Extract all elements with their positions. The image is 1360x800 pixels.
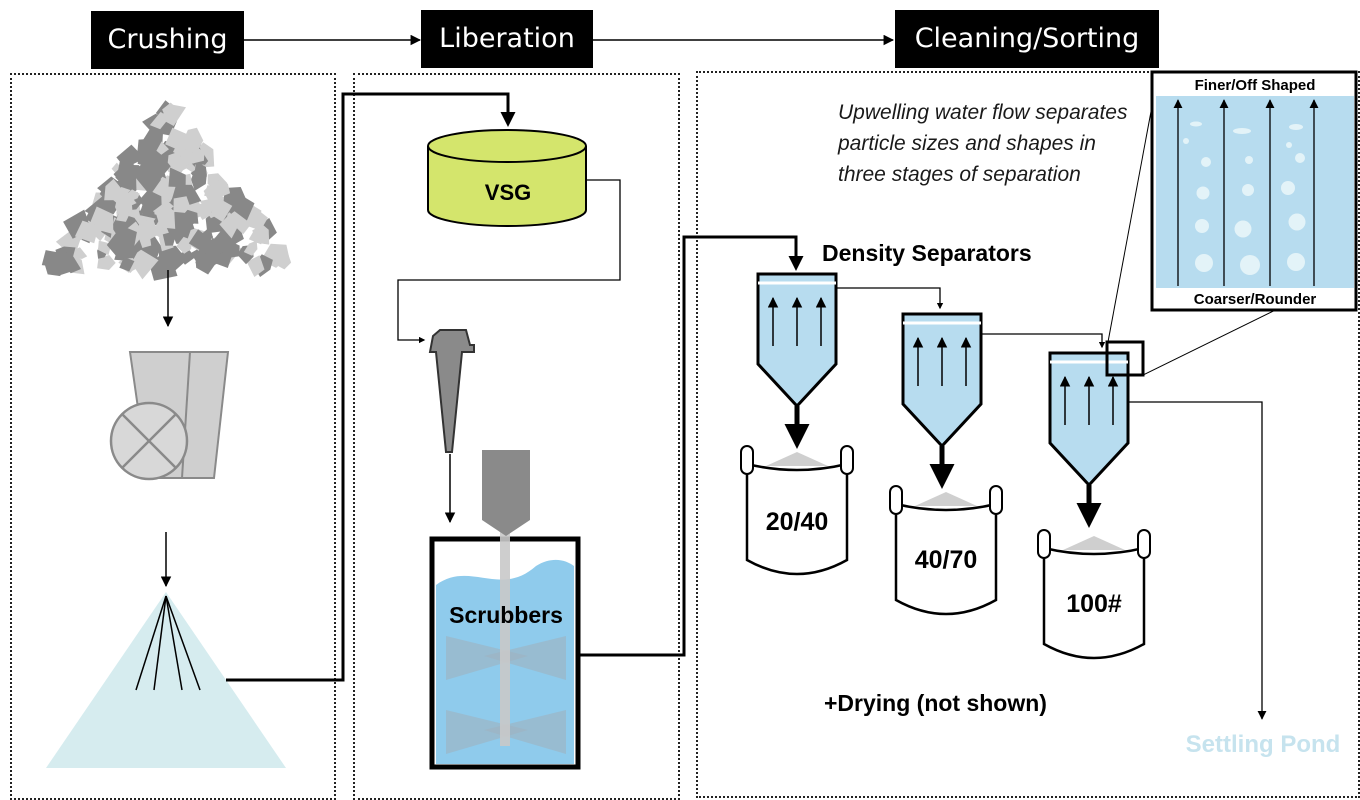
rock-fragment: [193, 202, 212, 220]
rock-fragment: [162, 231, 175, 246]
feed-to-vsg-line: [226, 92, 516, 682]
upwelling-note: Upwelling water flow separates particle …: [838, 101, 1128, 186]
rock-fragment: [74, 220, 99, 244]
rock-fragment: [219, 216, 239, 239]
bag-100-mesh-label: 100#: [1066, 590, 1122, 618]
rock-fragment: [134, 162, 161, 196]
rock-fragment: [106, 225, 137, 256]
density-separators-title: Density Separators: [822, 240, 1032, 266]
separator-1-to-2-line: [836, 287, 944, 310]
separator-2-to-3-line: [981, 333, 1106, 349]
rock-fragment: [97, 255, 116, 270]
rock-fragment: [119, 256, 135, 272]
rock-fragment: [156, 141, 169, 155]
rock-fragment: [196, 252, 213, 265]
liberation-panel: [353, 73, 680, 800]
rock-fragment: [176, 236, 192, 254]
rock-fragment: [248, 228, 266, 245]
cleaning-sorting-panel: [696, 71, 1360, 798]
cyclone-icon: [428, 329, 475, 453]
rock-fragment: [138, 189, 162, 213]
zoom-highlight-box: [1105, 340, 1145, 377]
rock-fragment: [173, 196, 191, 213]
scrubbers-label: Scrubbers: [449, 602, 563, 628]
rock-fragment: [246, 255, 265, 277]
stage-label-liberation: Liberation: [421, 10, 593, 68]
crushed-stockpile-icon: [41, 100, 292, 281]
drying-note: +Drying (not shown): [824, 690, 1047, 716]
rock-fragment: [243, 240, 258, 256]
vsg-to-cyclone-line: [397, 179, 621, 344]
rock-fragment: [233, 193, 255, 221]
settling-pond-label: Settling Pond: [1185, 731, 1341, 758]
crusher-icon: [109, 351, 230, 481]
rock-fragment: [182, 152, 195, 167]
density-separator-3-icon: [1048, 351, 1130, 488]
scrubber-tank-icon: [429, 450, 581, 770]
density-separator-1-icon: [756, 272, 838, 409]
vsg-tank-icon: [427, 129, 587, 227]
rock-fragment: [176, 250, 195, 265]
density-separator-2-icon: [901, 312, 983, 449]
inset-coarser-label: Coarser/Rounder: [1193, 291, 1317, 308]
rock-fragment: [188, 229, 214, 255]
rock-fragment: [247, 211, 268, 231]
rock-fragment: [61, 256, 81, 274]
sand-pile-icon: [46, 592, 286, 768]
rock-fragment: [168, 167, 186, 188]
bag-20-40-icon: [740, 445, 854, 576]
rock-fragment: [74, 247, 88, 259]
separator-3-to-pond-line: [1128, 401, 1267, 720]
rock-fragment: [116, 187, 131, 199]
crushing-panel: [10, 73, 336, 800]
bag-40-70-icon: [889, 485, 1003, 616]
rock-fragment: [116, 209, 130, 222]
scrubber-to-separators-line: [578, 235, 804, 657]
rock-fragment: [193, 161, 206, 183]
vsg-label: VSG: [484, 180, 532, 205]
rock-fragment: [180, 127, 204, 154]
bag-100-mesh-icon: [1037, 529, 1151, 660]
rock-fragment: [276, 253, 292, 270]
rock-fragment: [222, 241, 240, 258]
rock-fragment: [131, 248, 159, 280]
bag-40-70-label: 40/70: [914, 546, 978, 574]
upwelling-detail-inset: [1150, 70, 1358, 312]
rock-fragment: [46, 253, 71, 276]
bag-20-40-label: 20/40: [765, 508, 829, 536]
stage-label-cleaning-sorting: Cleaning/Sorting: [895, 10, 1159, 68]
inset-finer-label: Finer/Off Shaped: [1194, 77, 1316, 94]
stage-label-crushing: Crushing: [91, 11, 244, 69]
rock-fragment: [155, 211, 176, 229]
rock-fragment: [210, 198, 233, 222]
rock-fragment: [113, 169, 129, 182]
rock-fragment: [183, 209, 199, 224]
rock-fragment: [160, 104, 186, 126]
rock-fragment: [213, 180, 231, 197]
